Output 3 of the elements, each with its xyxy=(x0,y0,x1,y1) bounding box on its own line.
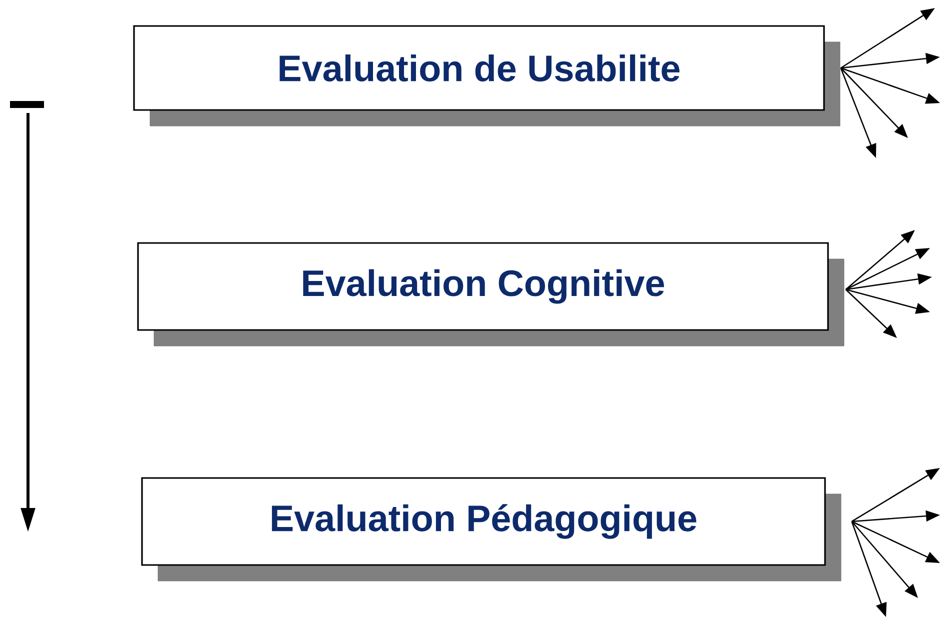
process-box: Evaluation Cognitive xyxy=(137,242,844,346)
process-box: Evaluation de Usabilite xyxy=(133,25,840,126)
process-box: Evaluation Pédagogique xyxy=(141,477,842,582)
